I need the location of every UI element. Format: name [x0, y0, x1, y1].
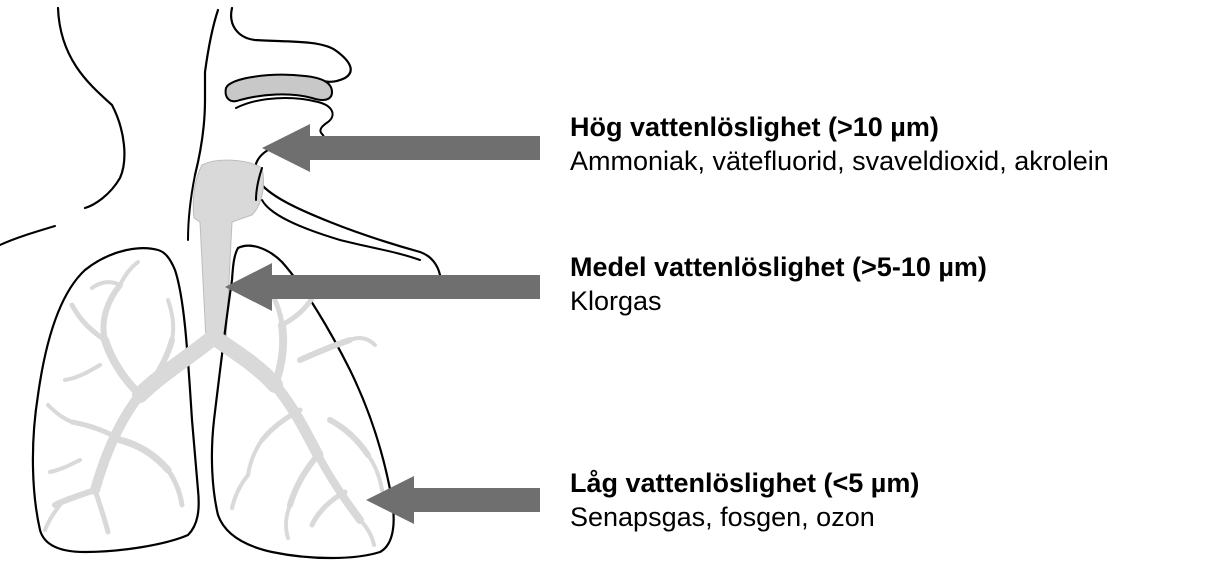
label-low-solubility: Låg vattenlöslighet (<5 µm) Senapsgas, f… — [570, 466, 919, 534]
arrow-low — [366, 476, 540, 524]
label-high-title: Hög vattenlöslighet (>10 µm) — [570, 110, 1109, 144]
jaw-outline — [255, 150, 440, 275]
left-bronchial-tree — [45, 262, 210, 532]
right-bronchial-tree — [218, 288, 382, 545]
label-medium-title: Medel vattenlöslighet (>5-10 µm) — [570, 250, 987, 284]
label-low-title: Låg vattenlöslighet (<5 µm) — [570, 466, 919, 500]
larynx-trachea — [193, 160, 263, 344]
neck-outline — [262, 200, 420, 260]
label-high-solubility: Hög vattenlöslighet (>10 µm) Ammoniak, v… — [570, 110, 1109, 178]
label-medium-examples: Klorgas — [570, 284, 987, 318]
left-shoulder-outline — [0, 226, 55, 245]
arrow-high — [262, 124, 540, 172]
label-low-examples: Senapsgas, fosgen, ozon — [570, 500, 919, 534]
label-medium-solubility: Medel vattenlöslighet (>5-10 µm) Klorgas — [570, 250, 987, 318]
arrow-medium — [225, 263, 540, 311]
nose-outline — [231, 8, 351, 82]
label-high-examples: Ammoniak, vätefluorid, svaveldioxid, akr… — [570, 144, 1109, 178]
